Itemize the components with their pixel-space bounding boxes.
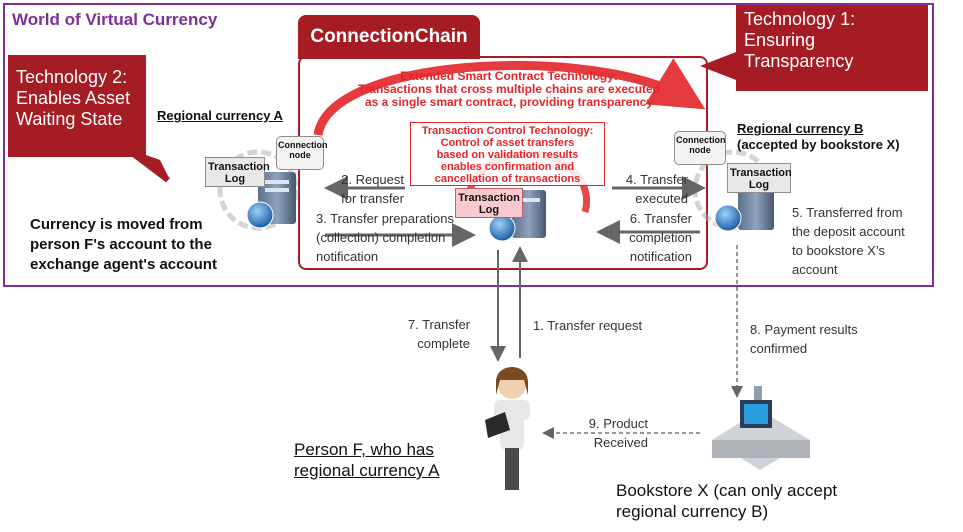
server-icon-a: [246, 172, 296, 229]
step-7b: complete: [417, 336, 470, 351]
log-a-line2: Log: [224, 173, 246, 185]
technology-1-callout: Technology 1: Ensuring Transparency: [736, 5, 928, 91]
store-line1: Bookstore X (can only accept: [616, 481, 838, 500]
node-b-line1: Connection: [676, 135, 726, 145]
step-3a: 3. Transfer preparations: [316, 211, 455, 226]
step-2a: 2. Request: [341, 172, 404, 187]
log-c-line1: Transaction: [458, 192, 520, 204]
step-7a: 7. Transfer: [407, 317, 470, 332]
tech2-line3: Waiting State: [16, 109, 123, 129]
tech1-line2: Ensuring: [744, 30, 816, 50]
tct-line5: cancellation of transactions: [434, 173, 581, 185]
extended-contract-text: Extended Smart Contract Technology: Tran…: [340, 70, 678, 109]
step-8a: 8. Payment results: [750, 322, 858, 337]
node-a-line2: node: [289, 150, 311, 160]
step-9-label: 9. Product Received: [570, 414, 648, 452]
step-8b: confirmed: [750, 341, 808, 356]
tech1-line1: Technology 1:: [744, 9, 856, 29]
step-6b: completion: [629, 230, 692, 245]
moved-line3: exchange agent's account: [30, 256, 217, 273]
technology-2-callout: Technology 2: Enables Asset Waiting Stat…: [8, 55, 146, 157]
tct-line1: Transaction Control Technology:: [421, 125, 594, 137]
regional-currency-b-label: Regional currency B (accepted by booksto…: [737, 121, 900, 153]
ext-line1: Extended Smart Contract Technology:: [400, 69, 618, 83]
step-8-label: 8. Payment results confirmed: [750, 320, 858, 358]
step-2-label: 2. Request for transfer: [340, 170, 404, 208]
register-icon: [712, 386, 810, 470]
tct-line4: enables confirmation and: [440, 161, 575, 173]
step-9b: Received: [593, 435, 648, 450]
transaction-log-b: Transaction Log: [727, 163, 792, 193]
store-line2: regional currency B): [616, 502, 769, 521]
transaction-log-center: Transaction Log: [455, 188, 523, 218]
person-f-label: Person F, who has regional currency A: [294, 439, 440, 481]
step-7-label: 7. Transfer complete: [400, 315, 470, 353]
step-3b: (collection) completion: [316, 230, 446, 245]
person-icon: [485, 367, 530, 490]
log-b-line2: Log: [748, 179, 770, 191]
step-6a: 6. Transfer: [629, 211, 692, 226]
step-6c: notification: [629, 249, 692, 264]
log-b-line1: Transaction: [730, 167, 792, 179]
connection-node-a: Connection node: [276, 136, 328, 170]
region-b-line2: (accepted by bookstore X): [737, 137, 900, 152]
step-3c: notification: [316, 249, 379, 264]
region-b-line1: Regional currency B: [737, 121, 864, 136]
regional-currency-a-label: Regional currency A: [157, 108, 283, 123]
person-line2: regional currency A: [294, 461, 440, 480]
bookstore-x-label: Bookstore X (can only accept regional cu…: [616, 480, 837, 522]
step-9a: 9. Product: [588, 416, 648, 431]
step-3-label: 3. Transfer preparations (collection) co…: [316, 209, 454, 266]
tct-line2: Control of asset transfers: [440, 137, 575, 149]
extended-contract-arc: [313, 58, 706, 137]
connection-chain-title: ConnectionChain: [298, 15, 480, 59]
virtual-currency-world-frame: [3, 3, 934, 287]
step-1-label: 1. Transfer request: [533, 318, 643, 333]
tct-line3: based on validation results: [436, 149, 579, 161]
tech1-line3: Transparency: [744, 51, 854, 71]
step-5-label: 5. Transferred from the deposit account …: [792, 203, 905, 279]
transaction-log-a: Transaction Log: [205, 157, 270, 187]
step-5c: to bookstore X’s: [792, 243, 885, 258]
tech1-pointer: [700, 52, 736, 80]
step-5b: the deposit account: [792, 224, 905, 239]
transaction-control-box: Transaction Control Technology: Control …: [410, 122, 605, 186]
step-4-label: 4. Transfer executed: [618, 170, 688, 208]
step-4a: 4. Transfer: [625, 172, 688, 187]
step-5d: account: [792, 262, 838, 277]
moved-line1: Currency is moved from: [30, 216, 203, 233]
step-6-label: 6. Transfer completion notification: [612, 209, 692, 266]
node-b-line2: node: [689, 145, 711, 155]
log-c-line2: Log: [478, 204, 500, 216]
step-5a: 5. Transferred from: [792, 205, 903, 220]
connection-node-b: Connection node: [674, 131, 726, 165]
person-line1: Person F, who has: [294, 440, 434, 459]
step-4b: executed: [635, 191, 688, 206]
world-title: World of Virtual Currency: [12, 10, 218, 29]
step-2b: for transfer: [341, 191, 404, 206]
currency-moved-note: Currency is moved from person F's accoun…: [30, 215, 217, 275]
log-a-line1: Transaction: [208, 161, 270, 173]
ext-line3: as a single smart contract, providing tr…: [364, 95, 654, 109]
tech2-line1: Technology 2:: [16, 67, 128, 87]
ext-line2: Transactions that cross multiple chains …: [357, 82, 661, 96]
tech2-line2: Enables Asset: [16, 88, 131, 108]
moved-line2: person F's account to the: [30, 236, 212, 253]
node-a-line1: Connection: [278, 140, 328, 150]
